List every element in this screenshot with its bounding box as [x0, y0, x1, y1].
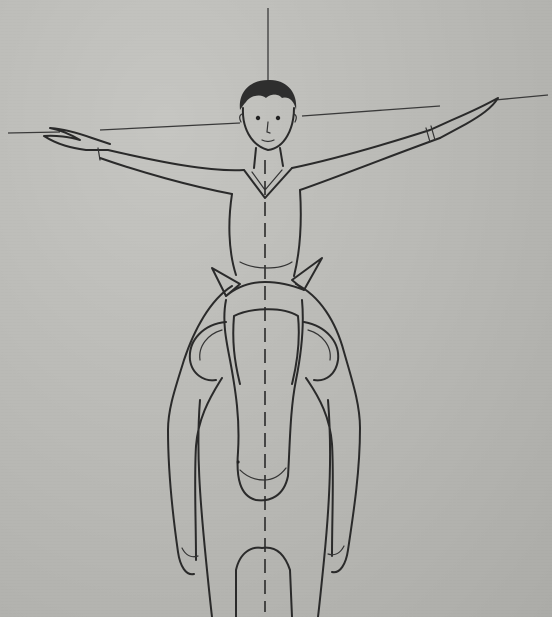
horizontal-guide-right [495, 95, 548, 100]
hair-shape [240, 80, 296, 110]
rider-head [240, 80, 297, 150]
horse-left-shoulder [198, 400, 212, 617]
face-outline [243, 108, 294, 150]
torso-right-side [294, 190, 301, 276]
horse-right-shoulder [318, 400, 330, 617]
saddle-left-inner [200, 330, 222, 360]
nose [267, 122, 270, 133]
rider-right-arm [292, 98, 498, 190]
rider-right-leg [296, 284, 360, 572]
horizontal-guide-mid-right [302, 106, 440, 116]
right-boot-line [328, 546, 344, 555]
rider-left-arm [44, 128, 244, 194]
horizontal-guide-left [8, 132, 60, 133]
saddle [190, 322, 338, 380]
neck-lines [254, 148, 283, 168]
horizontal-guide-mid-left [100, 123, 240, 130]
right-leg-outer [296, 284, 360, 572]
waist-line [240, 262, 292, 268]
saddle-right-inner [308, 330, 330, 360]
horse-forehead-bridle [233, 309, 299, 384]
right-eye [276, 116, 280, 120]
left-ear [240, 114, 242, 122]
horse-head [224, 282, 304, 500]
right-arm-lower-contour [300, 138, 440, 190]
v-collar [244, 168, 292, 198]
left-arm-upper-contour [44, 128, 244, 170]
mouth [262, 140, 274, 142]
left-arm-lower-contour [100, 158, 232, 194]
horse-left-nostril [236, 460, 239, 463]
horse-forelegs-top [236, 548, 292, 617]
rider-neck [244, 148, 292, 198]
torso-left-side [229, 194, 236, 275]
left-eye [256, 116, 260, 120]
horse-muzzle [240, 468, 286, 480]
horse-face-outline [224, 300, 302, 500]
right-arm-upper-contour [292, 98, 498, 168]
left-leg-outer [168, 286, 232, 574]
rider-left-leg [168, 286, 232, 574]
